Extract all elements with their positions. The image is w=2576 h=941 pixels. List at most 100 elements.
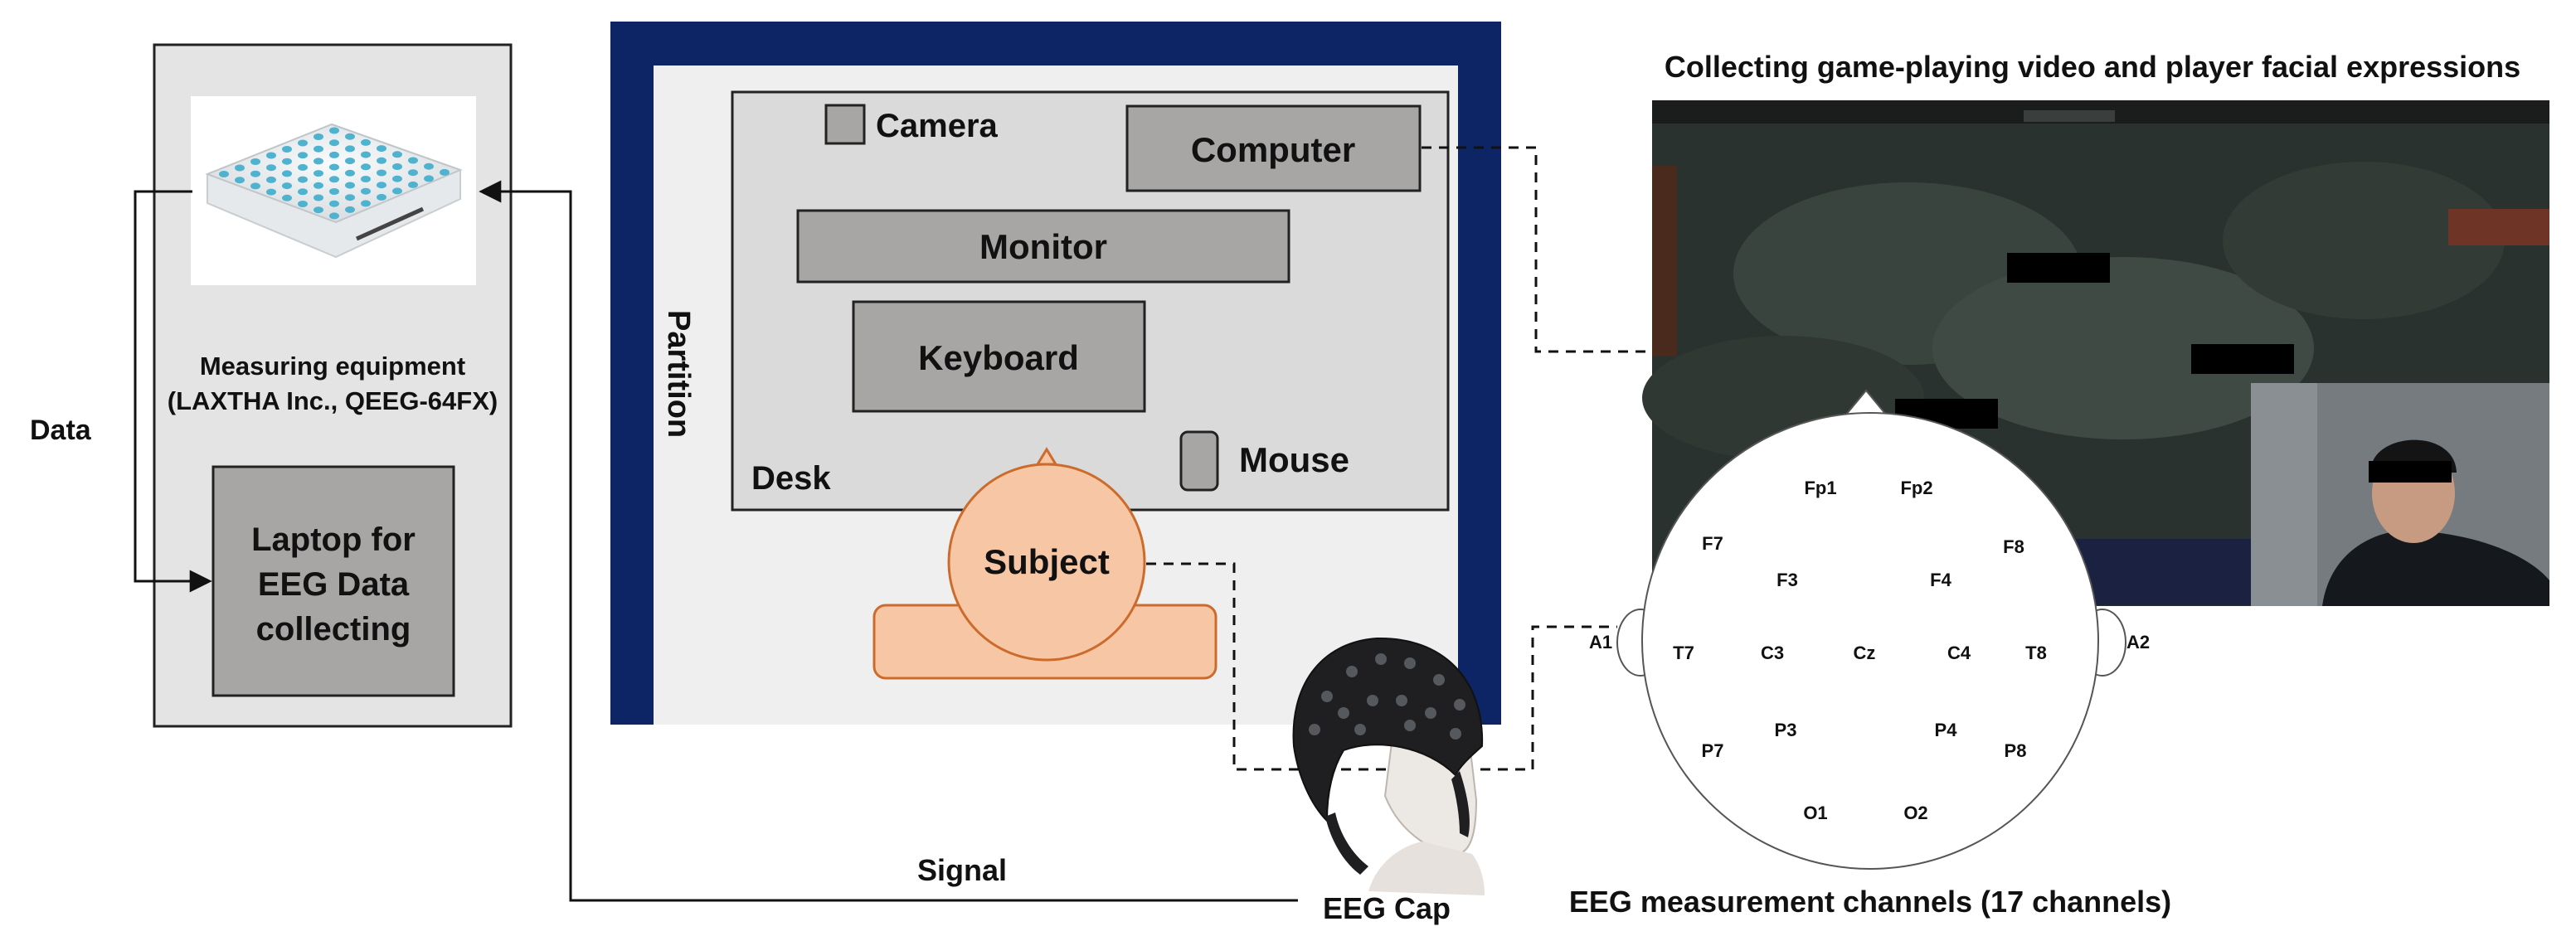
electrode-socket bbox=[313, 133, 323, 140]
camera: Camera bbox=[824, 104, 999, 145]
redaction-box bbox=[2191, 344, 2294, 374]
subject-to-cap-connector bbox=[1146, 562, 1617, 771]
electrode-socket bbox=[424, 162, 434, 170]
electrode-socket bbox=[345, 206, 355, 213]
qeeg-device-image bbox=[191, 96, 476, 285]
mouse-label: Mouse bbox=[1239, 440, 1349, 479]
subject-label: Subject bbox=[984, 542, 1110, 581]
ear-label-a2: A2 bbox=[2126, 632, 2150, 652]
electrode-socket bbox=[361, 138, 371, 146]
eeg-channel-f7: F7 bbox=[1702, 533, 1723, 554]
video-title: Collecting game-playing video and player… bbox=[1665, 50, 2520, 84]
keyboard: Keyboard bbox=[852, 300, 1146, 413]
eeg-channel-f8: F8 bbox=[2003, 536, 2024, 557]
electrode-socket bbox=[345, 182, 355, 189]
electrode-socket bbox=[298, 176, 308, 183]
eeg-cap-label: EEG Cap bbox=[1323, 891, 1451, 925]
cap-electrode bbox=[1450, 728, 1461, 740]
electrode-socket bbox=[361, 163, 371, 171]
electrode-socket bbox=[266, 188, 276, 196]
electrode-socket bbox=[345, 194, 355, 201]
signal-arrow: Signal bbox=[479, 180, 1298, 902]
electrode-socket bbox=[377, 157, 386, 164]
eeg-channel-fp2: Fp2 bbox=[1900, 478, 1932, 498]
cap-electrode bbox=[1321, 691, 1333, 702]
electrode-socket bbox=[424, 175, 434, 182]
laptop-label-line1: Laptop for bbox=[251, 521, 416, 558]
electrode-socket bbox=[329, 212, 339, 220]
electrode-socket bbox=[313, 206, 323, 214]
electrode-socket bbox=[250, 158, 260, 165]
electrode-socket bbox=[313, 158, 323, 165]
eeg-channel-c4: C4 bbox=[1947, 643, 1971, 663]
electrode-socket bbox=[282, 194, 292, 201]
electrode-socket bbox=[329, 127, 339, 134]
electrode-socket bbox=[329, 163, 339, 171]
electrode-socket bbox=[282, 146, 292, 153]
electrode-socket bbox=[235, 164, 245, 172]
electrode-socket bbox=[345, 145, 355, 153]
cap-electrode bbox=[1354, 724, 1366, 735]
electrode-socket bbox=[377, 182, 386, 189]
eeg-channel-p8: P8 bbox=[2005, 740, 2027, 761]
electrode-socket bbox=[329, 139, 339, 147]
laptop-label-line3: collecting bbox=[256, 611, 411, 648]
electrode-socket bbox=[298, 163, 308, 171]
electrode-socket bbox=[345, 158, 355, 165]
electrode-socket bbox=[361, 176, 371, 182]
equipment-panel: Measuring equipment (LAXTHA Inc., QEEG-6… bbox=[153, 43, 513, 728]
cap-electrode bbox=[1338, 707, 1349, 719]
electrode-socket bbox=[282, 170, 292, 177]
computer-label: Computer bbox=[1191, 130, 1355, 169]
cap-electrode bbox=[1396, 695, 1407, 706]
laptop-label-line2: EEG Data bbox=[258, 566, 410, 603]
electrode-socket bbox=[329, 188, 339, 195]
electrode-socket bbox=[377, 193, 386, 201]
game-video-frame bbox=[1642, 100, 2549, 606]
electrode-socket bbox=[392, 151, 402, 158]
electrode-socket bbox=[329, 200, 339, 207]
cap-electrode bbox=[1433, 674, 1445, 686]
eeg-channel-o2: O2 bbox=[1903, 803, 1927, 823]
eeg-channel-c3: C3 bbox=[1761, 643, 1784, 663]
eeg-cap-image: EEG Cap bbox=[1292, 637, 1485, 925]
electrode-socket bbox=[313, 182, 323, 189]
electrode-socket bbox=[298, 139, 308, 147]
eeg-channels-caption: EEG measurement channels (17 channels) bbox=[1569, 885, 2171, 919]
electrode-socket bbox=[298, 188, 308, 196]
computer: Computer bbox=[1125, 104, 1422, 192]
electrode-socket bbox=[282, 158, 292, 165]
cap-electrode bbox=[1404, 657, 1416, 669]
eeg-channel-f4: F4 bbox=[1930, 570, 1951, 590]
desk-label: Desk bbox=[751, 460, 831, 497]
electrode-socket bbox=[377, 169, 386, 177]
eeg-channel-p3: P3 bbox=[1775, 720, 1797, 740]
electrode-socket bbox=[329, 151, 339, 158]
electrode-socket bbox=[377, 145, 386, 153]
electrode-socket bbox=[408, 181, 418, 188]
electrode-socket bbox=[440, 168, 450, 176]
eeg-channel-p4: P4 bbox=[1935, 720, 1958, 740]
equipment-label-line1: Measuring equipment bbox=[200, 352, 465, 381]
electrode-socket bbox=[250, 182, 260, 190]
experiment-room: Partition Desk Camera Computer Monitor K… bbox=[610, 22, 1501, 725]
electrode-socket bbox=[313, 170, 323, 177]
electrode-socket bbox=[392, 175, 402, 182]
cap-electrode bbox=[1367, 695, 1378, 706]
electrode-socket bbox=[345, 133, 355, 140]
electrode-socket bbox=[282, 182, 292, 190]
eeg-channel-t7: T7 bbox=[1673, 643, 1694, 663]
electrode-socket bbox=[298, 201, 308, 207]
cap-electrode bbox=[1375, 653, 1387, 665]
monitor-label: Monitor bbox=[979, 227, 1107, 266]
data-label: Data bbox=[30, 415, 92, 446]
camera-label: Camera bbox=[876, 108, 999, 144]
subject: Subject bbox=[872, 447, 1218, 680]
eeg-channel-t8: T8 bbox=[2025, 643, 2047, 663]
electrode-socket bbox=[266, 152, 276, 159]
electrode-socket bbox=[250, 170, 260, 177]
equipment-label-line2: (LAXTHA Inc., QEEG-64FX) bbox=[168, 386, 498, 415]
electrode-socket bbox=[361, 187, 371, 195]
electrode-socket bbox=[408, 169, 418, 177]
